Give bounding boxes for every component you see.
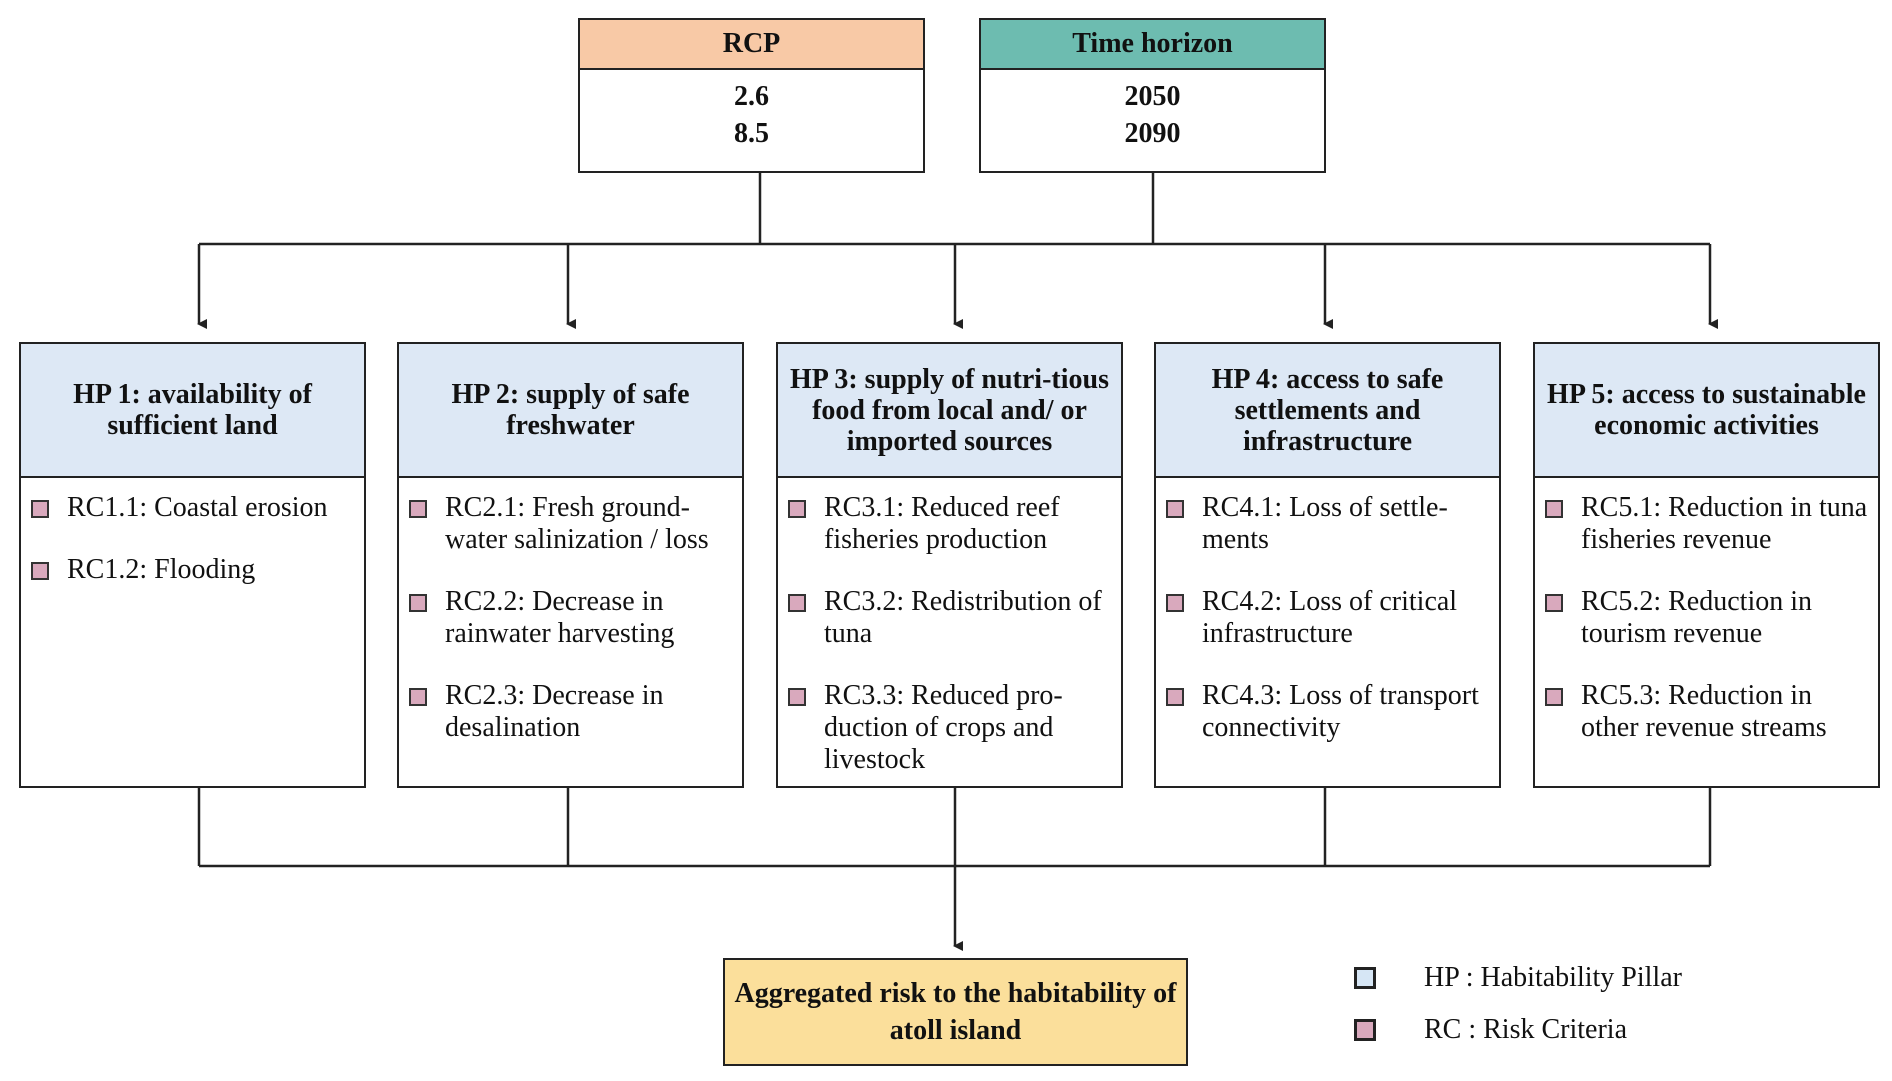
legend-rc: RC : Risk Criteria	[1354, 1014, 1627, 1046]
criteria-label: RC2.3: Decrease in desalination	[445, 680, 664, 743]
time-horizon-value: 2090	[1124, 118, 1181, 149]
criteria-item: RC3.2: Redistribution of tuna	[778, 586, 1113, 650]
pillar-hp4: HP 4: access to safe settlements and inf…	[1154, 342, 1501, 788]
aggregated-risk-box: Aggregated risk to the habitability of a…	[723, 958, 1188, 1066]
criteria-label: RC5.1: Reduction in tuna fisheries reven…	[1581, 492, 1868, 555]
time-horizon-title: Time horizon	[981, 20, 1324, 70]
pillar-hp5: HP 5: access to sustainable economic act…	[1533, 342, 1880, 788]
criteria-marker-icon	[409, 688, 427, 706]
criteria-marker-icon	[1166, 688, 1184, 706]
criteria-marker-icon	[1545, 500, 1563, 518]
pillar-title: HP 3: supply of nutri-tious food from lo…	[778, 344, 1121, 478]
criteria-label: RC2.1: Fresh ground-water salinization /…	[445, 492, 709, 555]
rcp-value: 2.6	[734, 81, 769, 112]
time-horizon-value: 2050	[1124, 81, 1181, 112]
criteria-marker-icon	[409, 500, 427, 518]
criteria-label: RC2.2: Decrease in rainwater harvesting	[445, 586, 675, 649]
criteria-item: RC5.2: Reduction in tourism revenue	[1535, 586, 1870, 650]
legend-rc-swatch-icon	[1354, 1019, 1376, 1041]
legend-hp-swatch-icon	[1354, 967, 1376, 989]
legend-hp-label: HP : Habitability Pillar	[1424, 962, 1682, 993]
time-horizon-box: Time horizon 2050 2090	[979, 18, 1326, 173]
pillar-hp1: HP 1: availability of sufficient land RC…	[19, 342, 366, 788]
criteria-list: RC4.1: Loss of settle-ments RC4.2: Loss …	[1156, 478, 1499, 744]
criteria-label: RC3.1: Reduced reef fisheries production	[824, 492, 1060, 555]
criteria-label: RC4.3: Loss of transport connectivity	[1202, 680, 1479, 743]
legend-rc-label: RC : Risk Criteria	[1424, 1014, 1627, 1045]
criteria-label: RC4.1: Loss of settle-ments	[1202, 492, 1448, 555]
criteria-marker-icon	[788, 500, 806, 518]
rcp-title: RCP	[580, 20, 923, 70]
criteria-item: RC2.1: Fresh ground-water salinization /…	[399, 492, 734, 556]
criteria-list: RC5.1: Reduction in tuna fisheries reven…	[1535, 478, 1878, 744]
rcp-box: RCP 2.6 8.5	[578, 18, 925, 173]
criteria-item: RC2.3: Decrease in desalination	[399, 680, 734, 744]
criteria-label: RC1.1: Coastal erosion	[67, 492, 328, 523]
criteria-marker-icon	[31, 562, 49, 580]
pillar-title: HP 4: access to safe settlements and inf…	[1156, 344, 1499, 478]
pillar-hp3: HP 3: supply of nutri-tious food from lo…	[776, 342, 1123, 788]
criteria-item: RC3.1: Reduced reef fisheries production	[778, 492, 1113, 556]
criteria-list: RC3.1: Reduced reef fisheries production…	[778, 478, 1121, 776]
criteria-marker-icon	[1545, 594, 1563, 612]
pillar-hp2: HP 2: supply of safe freshwater RC2.1: F…	[397, 342, 744, 788]
criteria-label: RC3.3: Reduced pro-duction of crops and …	[824, 680, 1063, 775]
criteria-item: RC1.2: Flooding	[21, 554, 356, 586]
criteria-item: RC4.1: Loss of settle-ments	[1156, 492, 1491, 556]
criteria-marker-icon	[1166, 594, 1184, 612]
pillar-title: HP 5: access to sustainable economic act…	[1535, 344, 1878, 478]
criteria-marker-icon	[409, 594, 427, 612]
rcp-value: 8.5	[734, 118, 769, 149]
criteria-label: RC4.2: Loss of critical infrastructure	[1202, 586, 1458, 649]
criteria-label: RC3.2: Redistribution of tuna	[824, 586, 1102, 649]
criteria-item: RC5.3: Reduction in other revenue stream…	[1535, 680, 1870, 744]
criteria-label: RC5.3: Reduction in other revenue stream…	[1581, 680, 1827, 743]
legend-hp: HP : Habitability Pillar	[1354, 962, 1682, 994]
criteria-label: RC1.2: Flooding	[67, 554, 256, 585]
criteria-marker-icon	[788, 594, 806, 612]
criteria-item: RC5.1: Reduction in tuna fisheries reven…	[1535, 492, 1870, 556]
criteria-item: RC2.2: Decrease in rainwater harvesting	[399, 586, 734, 650]
criteria-list: RC2.1: Fresh ground-water salinization /…	[399, 478, 742, 744]
pillar-title: HP 1: availability of sufficient land	[21, 344, 364, 478]
criteria-marker-icon	[31, 500, 49, 518]
criteria-item: RC3.3: Reduced pro-duction of crops and …	[778, 680, 1113, 776]
criteria-label: RC5.2: Reduction in tourism revenue	[1581, 586, 1812, 649]
pillar-title: HP 2: supply of safe freshwater	[399, 344, 742, 478]
criteria-marker-icon	[1545, 688, 1563, 706]
criteria-item: RC4.2: Loss of critical infrastructure	[1156, 586, 1491, 650]
criteria-marker-icon	[1166, 500, 1184, 518]
criteria-marker-icon	[788, 688, 806, 706]
criteria-item: RC1.1: Coastal erosion	[21, 492, 356, 524]
criteria-list: RC1.1: Coastal erosion RC1.2: Flooding	[21, 478, 364, 586]
criteria-item: RC4.3: Loss of transport connectivity	[1156, 680, 1491, 744]
